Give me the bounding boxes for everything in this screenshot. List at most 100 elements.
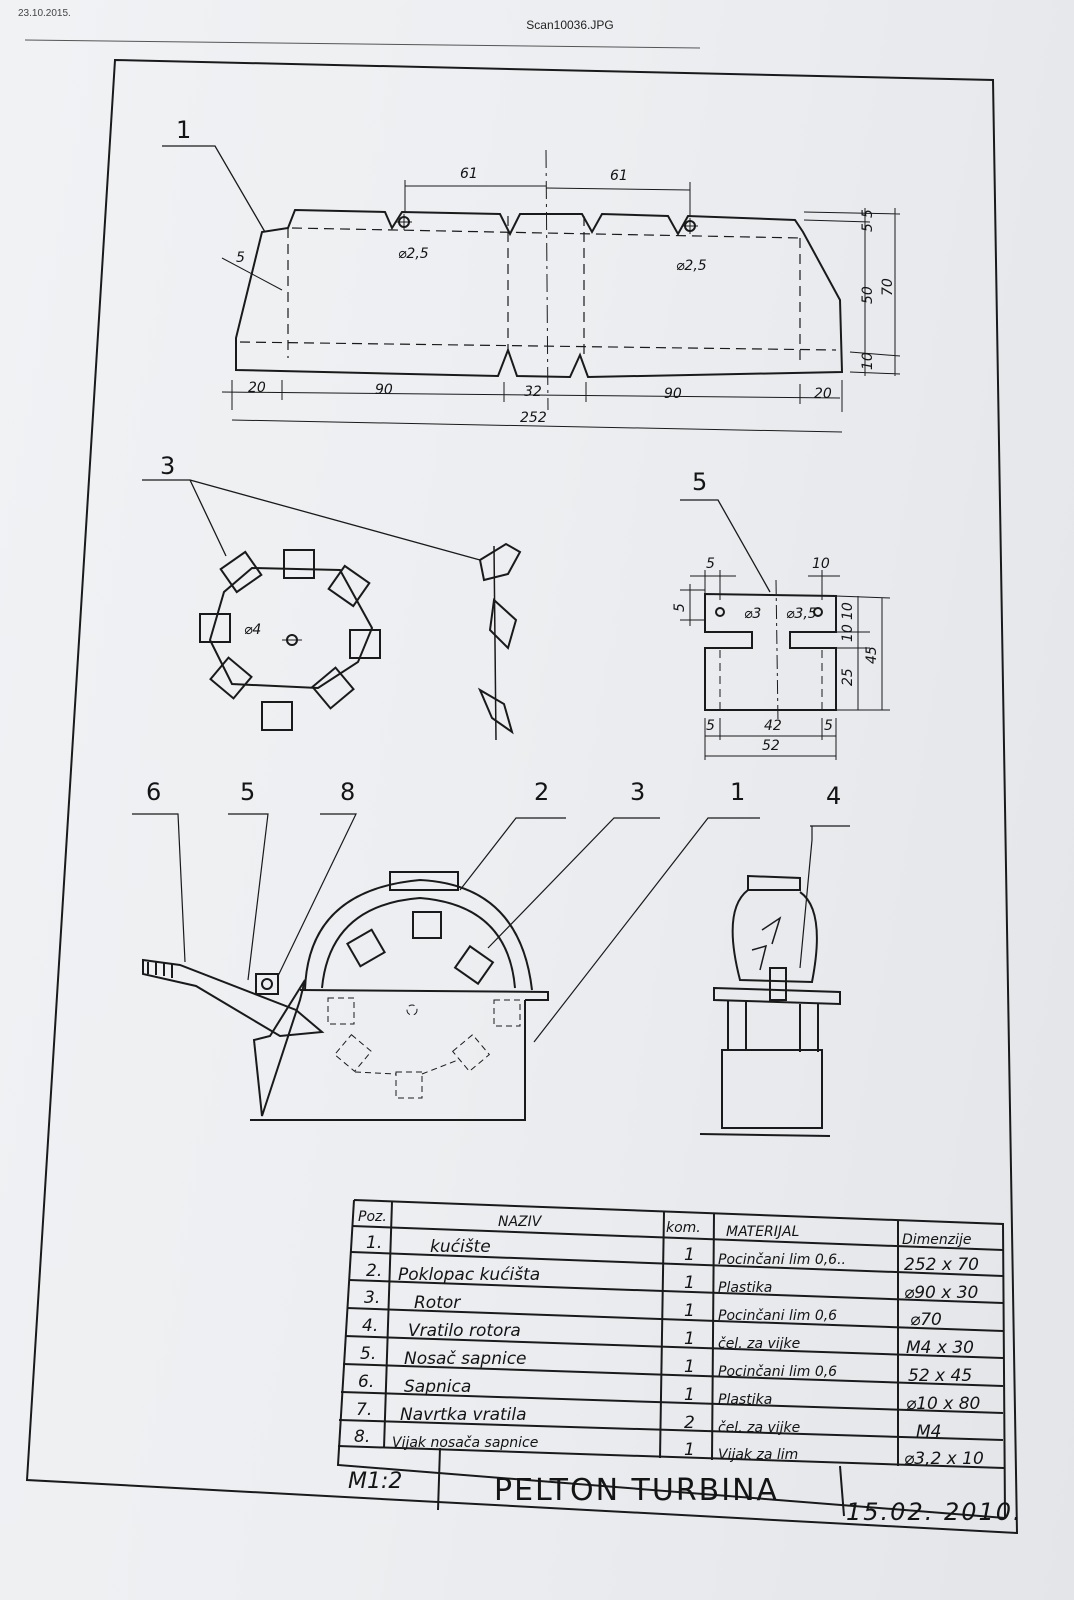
row-2-dim: ⌀90 x 30 [904,1283,978,1303]
dim-total-height: 70 [880,278,896,296]
row-8-kom: 1 [684,1440,695,1460]
row-7-materijal: čel. za vijke [718,1420,800,1436]
callout-2: 2 [534,778,549,806]
dim-bottom-1: 20 [248,380,266,396]
parts-table-grid [336,1199,1006,1519]
row-4-naziv: Vratilo rotora [408,1321,521,1341]
title-block-scale: M1:2 [348,1469,402,1494]
table-row: 6. Sapnica 1 Plastika ⌀10 x 80 [358,1372,980,1414]
row-6-dim: ⌀10 x 80 [906,1394,980,1414]
callout-1-housing: 1 [176,116,191,144]
dim-hole-right: ⌀2,5 [676,258,707,274]
drawing-frame [25,58,1019,1535]
title-block-title: PELTON TURBINA [494,1473,779,1508]
dim-holder-hole-right: ⌀3,5 [786,606,817,622]
dim-hole-left: ⌀2,5 [398,246,429,262]
row-5-dim: 52 x 45 [908,1366,972,1386]
callout-8: 8 [340,778,355,806]
dim-top-right: 61 [610,168,628,184]
row-4-materijal: čel. za vijke [718,1336,800,1352]
callout-5: 5 [240,778,255,806]
row-1-materijal: Pocinčani lim 0,6.. [718,1252,846,1268]
col-header-materijal: MATERIJAL [726,1224,799,1240]
row-2-naziv: Poklopac kućišta [398,1265,540,1285]
row-1-dim: 252 x 70 [904,1255,979,1275]
row-6-kom: 1 [684,1385,695,1405]
row-8-materijal: Vijak za lim [718,1447,798,1463]
scan-filename: Scan10036.JPG [526,18,614,32]
callout-1: 1 [730,778,745,806]
row-8-poz: 8. [354,1427,370,1447]
nozzle-holder-view [680,499,891,760]
row-6-materijal: Plastika [718,1392,772,1408]
dim-holder-hole-left: ⌀3 [744,606,761,622]
dim-holder-left: 5 [672,603,688,612]
row-6-naziv: Sapnica [404,1377,471,1397]
callout-4: 4 [826,782,841,810]
row-3-materijal: Pocinčani lim 0,6 [718,1308,837,1324]
row-5-poz: 5. [360,1344,376,1364]
row-7-kom: 2 [684,1413,695,1433]
dim-bottom-4: 90 [664,386,682,402]
dim-right-2: 5 [860,223,876,232]
dim-right-3: 50 [860,286,876,304]
dim-holder-height: 45 [864,646,880,664]
dim-bottom-5: 20 [814,386,832,402]
row-4-kom: 1 [684,1329,695,1349]
title-block-date: 15.02. 2010. [846,1498,1023,1526]
parts-table-header: Poz. NAZIV kom. MATERIJAL Dimenzije [358,1209,972,1248]
table-row: 3. Rotor 1 Pocinčani lim 0,6 ⌀70 [364,1288,942,1330]
dim-bevel: 5 [236,250,245,266]
row-4-dim: M4 x 30 [906,1338,974,1358]
table-row: 5. Nosač sapnice 1 Pocinčani lim 0,6 52 … [360,1344,972,1386]
row-3-poz: 3. [364,1288,380,1308]
dim-holder-right-3: 25 [840,668,856,686]
callout-5-holder: 5 [692,468,707,496]
dim-holder-overall: 52 [762,738,780,754]
table-row: 4. Vratilo rotora 1 čel. za vijke M4 x 3… [362,1316,974,1358]
row-2-poz: 2. [366,1261,382,1281]
dim-holder-right-1: 10 [840,602,856,620]
table-row: 2. Poklopac kućišta 1 Plastika ⌀90 x 30 [366,1261,978,1303]
row-7-poz: 7. [356,1400,372,1420]
row-7-naziv: Navrtka vratila [400,1405,527,1425]
row-5-kom: 1 [684,1357,695,1377]
assembly-view [132,813,760,1121]
row-8-dim: ⌀3,2 x 10 [904,1449,984,1469]
rotor-view [142,479,522,741]
dim-rotor-hole: ⌀4 [244,622,261,638]
row-3-dim: ⌀70 [910,1310,942,1330]
callout-3: 3 [630,778,645,806]
dim-holder-bottom-1: 5 [706,718,715,734]
row-1-kom: 1 [684,1245,695,1265]
col-header-naziv: NAZIV [498,1214,543,1230]
dim-bottom-3: 32 [524,384,542,400]
table-row: 7. Navrtka vratila 2 čel. za vijke M4 [356,1400,941,1442]
dim-holder-bottom-3: 5 [824,718,833,734]
table-row: 1. kućište 1 Pocinčani lim 0,6.. 252 x 7… [366,1233,979,1275]
row-3-naziv: Rotor [414,1293,461,1313]
col-header-kom: kom. [666,1220,701,1236]
callout-6: 6 [146,778,161,806]
parts-table-rows: 1. kućište 1 Pocinčani lim 0,6.. 252 x 7… [354,1233,984,1469]
scan-date: 23.10.2015. [18,8,71,19]
row-2-kom: 1 [684,1273,695,1293]
row-1-poz: 1. [366,1233,382,1253]
row-2-materijal: Plastika [718,1280,772,1296]
col-header-poz: Poz. [358,1209,387,1225]
dim-holder-bottom-2: 42 [764,718,782,734]
dim-overall-length: 252 [520,410,547,426]
dim-holder-top-right: 10 [812,556,830,572]
callout-3-rotor: 3 [160,452,175,480]
row-7-dim: M4 [916,1422,941,1442]
scan-header-line [24,39,701,49]
row-5-naziv: Nosač sapnice [404,1349,527,1369]
housing-flat-pattern [162,145,901,433]
dim-bottom-2: 90 [375,382,393,398]
dim-right-4: 10 [860,352,876,370]
row-8-naziv: Vijak nosača sapnice [392,1435,538,1451]
row-1-naziv: kućište [430,1237,491,1257]
col-header-dimenzije: Dimenzije [902,1232,972,1248]
